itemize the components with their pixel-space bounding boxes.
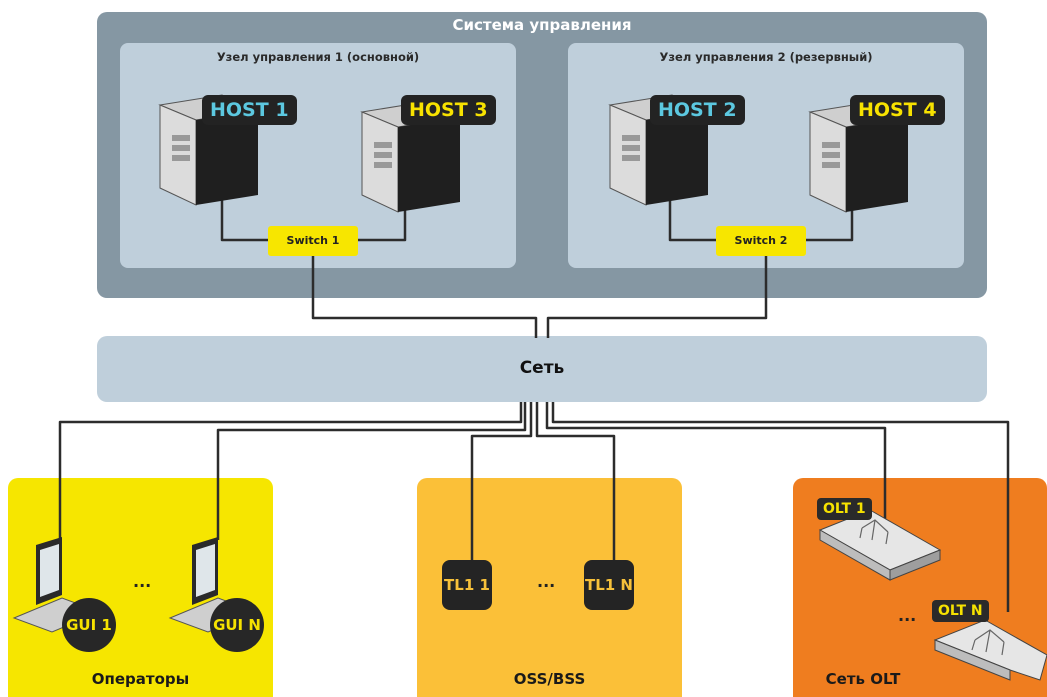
link-host2-switch2: [668, 190, 716, 242]
link-switch1-network: [311, 256, 538, 338]
control-node-1-title: Узел управления 1 (основной): [216, 50, 420, 64]
operators-label: Операторы: [91, 670, 190, 688]
olt-ellipsis: ...: [898, 606, 917, 625]
oss-bss-label: OSS/BSS: [513, 670, 586, 688]
link-host3-switch1: [358, 200, 407, 242]
link-switch2-network: [546, 256, 768, 338]
link-network-tl1-n: [535, 402, 616, 560]
tl1-1-node: TL1 1: [442, 560, 492, 610]
host-1-label: HOST 1: [202, 95, 297, 125]
gui-1-badge: GUI 1: [62, 598, 116, 652]
host-3-label: HOST 3: [401, 95, 496, 125]
control-node-2-title: Узел управления 2 (резервный): [659, 50, 873, 64]
olt-n-label: OLT N: [932, 600, 989, 622]
link-host1-switch1: [220, 190, 268, 242]
olt-1-label: OLT 1: [817, 498, 872, 520]
network-label: Сеть: [519, 358, 565, 378]
network-panel: [97, 336, 987, 402]
olt-device-icon-n: [933, 619, 1047, 681]
link-host4-switch2: [806, 200, 854, 242]
gui-n-badge: GUI N: [210, 598, 264, 652]
link-network-tl1-1: [470, 402, 533, 560]
oss-ellipsis: ...: [537, 572, 556, 591]
switch-1: Switch 1: [268, 226, 358, 256]
olt-device-icon-1: [818, 509, 942, 581]
switch-2: Switch 2: [716, 226, 806, 256]
control-system-title: Система управления: [452, 16, 632, 34]
olt-network-label: Сеть OLT: [825, 670, 901, 688]
link-network-guin: [216, 402, 527, 540]
operators-ellipsis: ...: [133, 572, 152, 591]
host-2-label: HOST 2: [650, 95, 745, 125]
link-network-oltn: [551, 402, 1010, 612]
link-network-gui1: [58, 402, 523, 540]
link-network-olt1: [545, 402, 887, 520]
tl1-n-node: TL1 N: [584, 560, 634, 610]
host-4-label: HOST 4: [850, 95, 945, 125]
